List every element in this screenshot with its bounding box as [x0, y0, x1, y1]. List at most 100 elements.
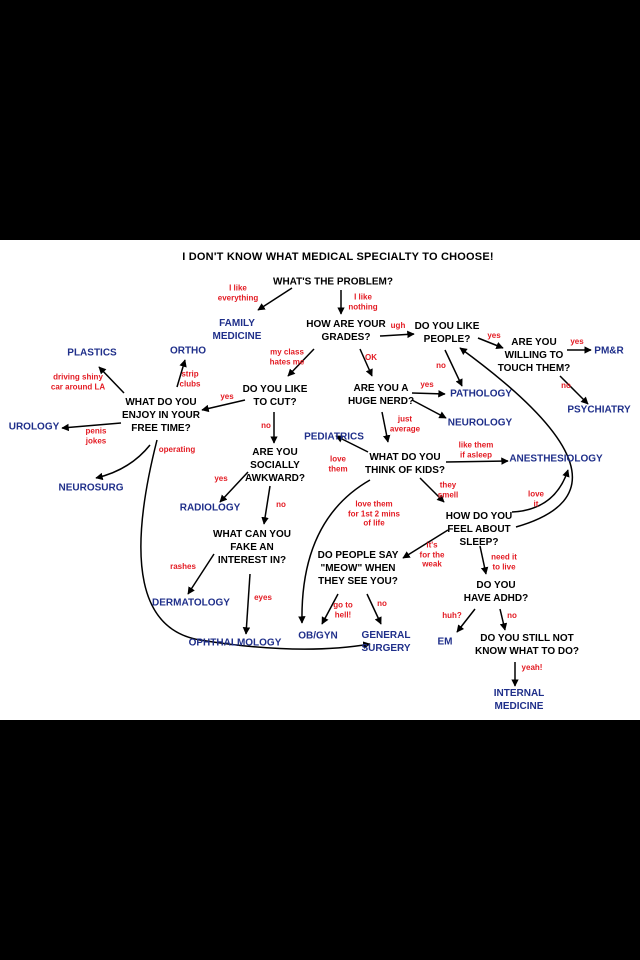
- arrow-sleep-meow: [402, 529, 449, 559]
- arrow-kids-sleep: [419, 477, 445, 503]
- answer-no-awkward: no: [276, 500, 286, 510]
- specialty-plastics: PLASTICS: [67, 347, 117, 359]
- answer-yes-cut: yes: [220, 392, 234, 402]
- arrow-freetime-plastics: [98, 366, 125, 394]
- flow-arrows: [61, 287, 592, 687]
- arrow-cut-freetime: [201, 399, 246, 413]
- arrow-grades-cut: [287, 348, 315, 377]
- answer-strip-clubs: strip clubs: [179, 369, 201, 388]
- arrow-touch-psychiatry: [559, 375, 589, 405]
- question-adhd: DO YOU HAVE ADHD?: [463, 580, 529, 604]
- arrow-sleep-adhd: [479, 545, 489, 575]
- answer-no-pathology: no: [436, 361, 446, 371]
- arrow-meow-obgyn: [321, 593, 339, 625]
- answer-yes-awkward: yes: [214, 474, 228, 484]
- answer-yeah: yeah!: [521, 663, 543, 673]
- question-cut: DO YOU LIKE TO CUT?: [242, 384, 308, 408]
- arrow-awkward-fake: [261, 485, 271, 525]
- specialty-psychiatry: PSYCHIATRY: [567, 404, 631, 416]
- answer-need-live: need it to live: [491, 552, 517, 571]
- answer-my-class: my class hates me: [269, 347, 305, 366]
- specialty-ortho: ORTHO: [169, 345, 207, 357]
- question-still: DO YOU STILL NOT KNOW WHAT TO DO?: [474, 633, 580, 657]
- specialty-internal-medicine: INTERNAL MEDICINE: [493, 688, 545, 712]
- arrow-fake-dermatology: [187, 553, 215, 595]
- question-free-time: WHAT DO YOU ENJOY IN YOUR FREE TIME?: [122, 396, 200, 434]
- arrow-sleep-likepeople: [459, 347, 573, 528]
- specialty-ophthalmology: OPHTHALMOLOGY: [188, 637, 282, 649]
- answer-eyes: eyes: [254, 593, 272, 603]
- arrow-grades-likepeople: [379, 330, 415, 339]
- answer-just-average: just average: [389, 414, 421, 433]
- answer-no-adhd: no: [507, 611, 517, 621]
- arrow-adhd-still: [499, 608, 508, 631]
- answer-like-asleep: like them if asleep: [458, 440, 494, 459]
- question-fake: WHAT CAN YOU FAKE AN INTEREST IN?: [213, 528, 291, 566]
- arrow-nerd-neurology: [411, 399, 447, 419]
- arrow-freetime-gensurg: [140, 439, 371, 650]
- answer-ok: OK: [365, 353, 377, 363]
- arrow-freetime-ortho: [176, 359, 187, 388]
- answer-yes-touch: yes: [487, 331, 501, 341]
- arrow-fake-ophthalmology: [242, 573, 251, 635]
- question-nerd: ARE YOU A HUGE NERD?: [347, 383, 415, 407]
- question-touch: ARE YOU WILLING TO TOUCH THEM?: [497, 336, 571, 374]
- answer-shiny-car: driving shiny car around LA: [50, 372, 106, 391]
- arrow-kids-obgyn: [298, 479, 371, 624]
- arrow-grades-nerd: [359, 348, 373, 377]
- arrow-kids-anesthesiology: [445, 457, 509, 465]
- arrow-adhd-em: [456, 608, 476, 633]
- answer-they-smell: they smell: [437, 480, 459, 499]
- question-problem: WHAT'S THE PROBLEM?: [273, 276, 393, 288]
- arrow-freetime-urology: [61, 422, 122, 432]
- specialty-pmr: PM&R: [594, 345, 624, 357]
- arrow-likepeople-pathology: [444, 349, 463, 387]
- question-meow: DO PEOPLE SAY "MEOW" WHEN THEY SEE YOU?: [317, 549, 399, 587]
- question-awkward: ARE YOU SOCIALLY AWKWARD?: [245, 446, 305, 484]
- specialty-family-medicine: FAMILY MEDICINE: [212, 318, 262, 342]
- specialty-dermatology: DERMATOLOGY: [152, 597, 230, 609]
- specialty-neurosurg: NEUROSURG: [58, 482, 124, 494]
- answer-like-everything: I like everything: [217, 283, 259, 302]
- answer-go-hell: go to hell!: [333, 600, 353, 619]
- answer-love-it: love it: [527, 489, 545, 508]
- specialty-radiology: RADIOLOGY: [179, 502, 241, 514]
- answer-operating: operating: [158, 445, 196, 455]
- answer-rashes: rashes: [170, 562, 196, 572]
- specialty-pediatrics: PEDIATRICS: [304, 431, 364, 443]
- arrow-nerd-kids: [381, 411, 391, 443]
- answer-no-cut: no: [261, 421, 271, 431]
- question-sleep: HOW DO YOU FEEL ABOUT SLEEP?: [445, 510, 513, 548]
- specialty-urology: UROLOGY: [8, 421, 60, 433]
- answer-love-2mins: love them for 1st 2 mins of life: [347, 499, 401, 528]
- specialty-obgyn: OB/GYN: [298, 630, 338, 642]
- specialty-neurology: NEUROLOGY: [447, 417, 513, 429]
- answer-no-psychiatry: no: [561, 381, 571, 391]
- answer-ugh: ugh: [390, 321, 406, 331]
- answer-love-them: love them: [328, 454, 348, 473]
- arrow-sleep-anesthesiology: [511, 469, 570, 513]
- arrow-freetime-neurosurg: [95, 444, 151, 481]
- answer-penis-jokes: penis jokes: [85, 426, 107, 445]
- specialty-anesthesiology: ANESTHESIOLOGY: [509, 453, 603, 465]
- arrow-kids-pediatrics: [335, 435, 369, 453]
- answer-yes-nerd: yes: [420, 380, 434, 390]
- answer-for-weak: it's for the weak: [419, 540, 445, 569]
- page-title: I DON'T KNOW WHAT MEDICAL SPECIALTY TO C…: [182, 250, 494, 263]
- arrow-awkward-radiology: [219, 471, 249, 503]
- arrow-problem-family: [257, 287, 293, 311]
- answer-no-meow: no: [377, 599, 387, 609]
- flowchart-panel: I DON'T KNOW WHAT MEDICAL SPECIALTY TO C…: [0, 240, 640, 720]
- answer-like-nothing: I like nothing: [348, 292, 378, 311]
- arrow-likepeople-touch: [477, 337, 504, 349]
- question-grades: HOW ARE YOUR GRADES?: [306, 319, 386, 343]
- specialty-pathology: PATHOLOGY: [450, 388, 512, 400]
- arrow-meow-gensurg: [366, 593, 382, 625]
- arrow-nerd-pathology: [411, 390, 446, 398]
- specialty-em: EM: [437, 636, 453, 648]
- question-like-people: DO YOU LIKE PEOPLE?: [414, 321, 480, 345]
- answer-yes-pmr: yes: [570, 337, 584, 347]
- answer-huh: huh?: [442, 611, 462, 621]
- specialty-general-surgery: GENERAL SURGERY: [361, 630, 411, 654]
- question-kids: WHAT DO YOU THINK OF KIDS?: [365, 452, 445, 476]
